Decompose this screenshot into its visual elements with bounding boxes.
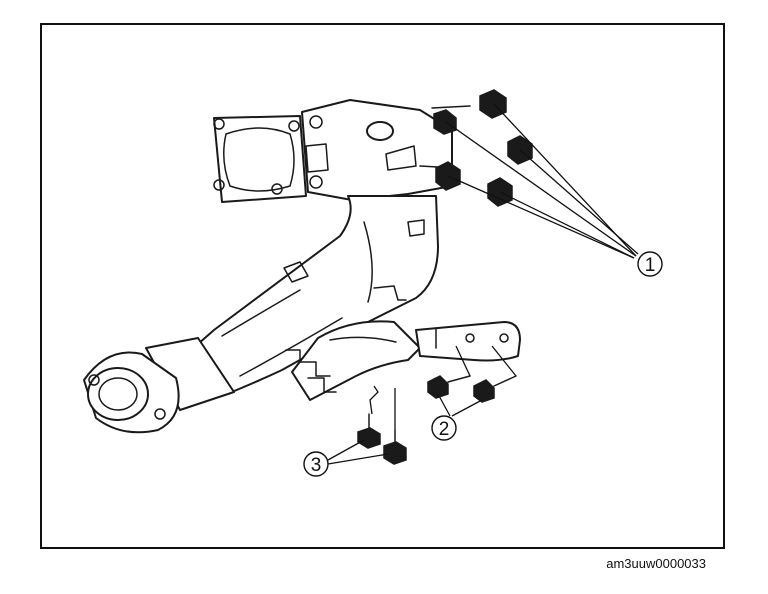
bolt	[383, 441, 407, 465]
figure-frame	[40, 23, 725, 549]
bolt-install-line	[491, 345, 517, 377]
heat-shield-mark	[407, 219, 425, 237]
pipe-contour	[221, 289, 301, 337]
callout-3-number: 3	[311, 455, 322, 476]
bolt-group-3	[357, 385, 407, 465]
lower-contour	[329, 336, 397, 343]
inlet-flange	[213, 115, 307, 203]
main-pipe	[187, 195, 439, 397]
flange-stud-hole	[88, 374, 100, 386]
inlet-port	[223, 127, 295, 192]
figure-code: am3uuw0000033	[606, 556, 706, 571]
callout-2-leader	[437, 393, 451, 417]
flange-stud-hole	[288, 120, 300, 132]
callout-2-number: 2	[439, 419, 450, 440]
lower-step	[285, 349, 331, 377]
gasket-block	[305, 143, 329, 173]
callout-1-leader	[519, 149, 639, 255]
bolt-group-2	[427, 345, 517, 403]
callout-1-number: 1	[645, 255, 656, 276]
callout-1-leader	[445, 121, 637, 257]
bolt-shank	[447, 375, 471, 383]
bolt-shank	[493, 375, 517, 387]
bracket-hole	[465, 333, 475, 343]
callout-1-circle	[637, 251, 663, 277]
bolt	[427, 375, 449, 399]
callout-1: 1	[445, 103, 663, 277]
flange-stud-hole	[213, 118, 225, 130]
callout-3-leader	[327, 453, 389, 465]
callout-2-leader	[451, 399, 483, 417]
lower-step	[307, 377, 337, 393]
callout-1-leader	[499, 191, 635, 259]
outlet-port-inner	[98, 377, 138, 411]
flange-stud-hole	[271, 183, 283, 195]
callout-2-circle	[431, 415, 457, 441]
bolt	[357, 427, 381, 449]
pipe-contour	[363, 221, 373, 303]
callout-3: 3	[303, 439, 389, 477]
bolt	[473, 379, 495, 403]
collector-boss	[366, 121, 394, 141]
bolt-install-line	[455, 345, 471, 377]
pipe-contour	[239, 317, 343, 377]
nut	[479, 89, 507, 119]
bracket-hole	[499, 333, 509, 343]
flange-stud-hole	[154, 408, 166, 420]
nut	[433, 109, 457, 135]
heat-shield-edge	[373, 285, 407, 301]
stud-leader	[431, 105, 471, 109]
exhaust-manifold	[83, 99, 521, 434]
outlet-port	[87, 367, 149, 421]
callout-2: 2	[431, 393, 483, 441]
callout-1-leader	[447, 175, 635, 259]
flange-stud-hole	[213, 179, 225, 191]
flange-stud-hole	[309, 115, 323, 129]
heat-shield-mark	[283, 261, 309, 283]
flange-stud-hole	[309, 175, 323, 189]
upper-collector	[301, 99, 453, 201]
callout-3-leader	[327, 439, 365, 461]
collector-tab	[385, 145, 417, 171]
nut-group	[419, 89, 533, 207]
bolt-install-line	[369, 385, 379, 415]
stud-leader	[419, 165, 457, 169]
callout-3-circle	[303, 451, 329, 477]
